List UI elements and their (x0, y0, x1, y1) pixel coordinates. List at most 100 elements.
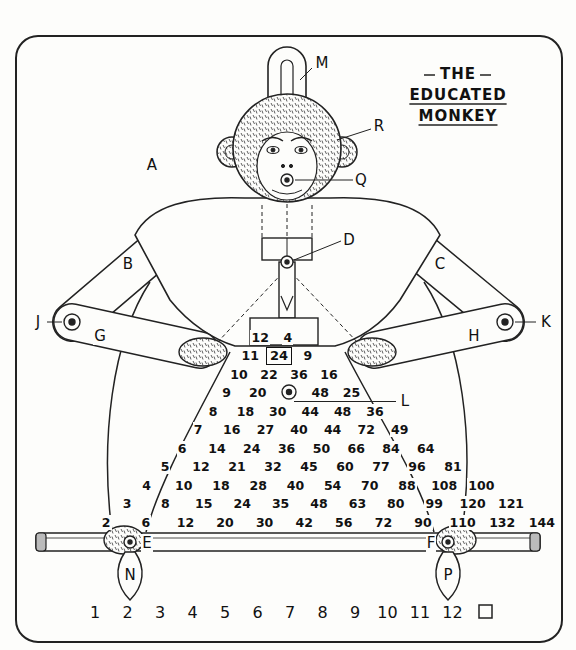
table-number: 30 (268, 404, 287, 419)
rivets (64, 174, 513, 548)
table-number: 3 (122, 496, 133, 511)
table-number: 88 (397, 478, 416, 493)
scale-number: 11 (409, 603, 431, 622)
table-number: 11 (240, 348, 259, 363)
part-letter: A (146, 156, 158, 174)
monkey-head (233, 94, 341, 202)
table-number: 77 (371, 459, 390, 474)
scale-number: 3 (154, 603, 166, 622)
scale-number: 9 (349, 603, 361, 622)
title: THE EDUCATED MONKEY (409, 64, 506, 127)
table-number: 36 (365, 404, 384, 419)
table-number: 42 (294, 515, 313, 530)
table-number: 4 (141, 478, 152, 493)
table-number: 60 (335, 459, 354, 474)
table-number: 132 (488, 515, 516, 530)
answer-number: 24 (270, 348, 288, 363)
part-letter: J (35, 313, 41, 331)
table-number: 12 (191, 459, 210, 474)
table-number: 48 (333, 404, 352, 419)
part-letter: R (373, 117, 385, 135)
part-letter: F (426, 534, 437, 552)
table-number: 15 (194, 496, 213, 511)
part-letter: C (434, 255, 446, 273)
table-number: 12 (250, 330, 269, 345)
table-number: 96 (407, 459, 426, 474)
scale-number: 12 (441, 603, 463, 622)
part-letter: M (315, 54, 330, 72)
part-letter: L (400, 392, 410, 410)
table-number: 50 (312, 441, 331, 456)
table-number: 49 (390, 422, 409, 437)
table-number: 32 (263, 459, 282, 474)
table-number: 20 (248, 385, 267, 400)
title-rule (424, 74, 435, 76)
scale-number: 5 (219, 603, 231, 622)
scale-number: 6 (251, 603, 263, 622)
table-number: 108 (430, 478, 458, 493)
hidden-lines (215, 190, 360, 345)
part-letter: H (467, 327, 480, 345)
table-number: 7 (193, 422, 204, 437)
table-number: 25 (342, 385, 361, 400)
table-number: 100 (467, 478, 495, 493)
table-number: 24 (232, 496, 251, 511)
table-number: 24 (242, 441, 261, 456)
part-letter: Q (354, 171, 368, 189)
scale-number: 8 (316, 603, 328, 622)
table-number: 8 (160, 496, 171, 511)
table-number: 35 (271, 496, 290, 511)
illustration-strokes (16, 36, 562, 642)
monkey-face (257, 132, 317, 200)
table-number: 2 (101, 515, 112, 530)
table-number: 80 (386, 496, 405, 511)
table-number: 4 (282, 330, 293, 345)
table-number: 40 (289, 422, 308, 437)
table-number: 16 (319, 367, 338, 382)
table-number: 99 (424, 496, 443, 511)
table-number: 72 (356, 422, 375, 437)
table-number: 36 (289, 367, 308, 382)
table-number: 22 (259, 367, 278, 382)
table-number: 121 (497, 496, 525, 511)
table-number: 70 (360, 478, 379, 493)
table-number: 36 (277, 441, 296, 456)
table-number: 40 (286, 478, 305, 493)
scale-number: 1 (89, 603, 101, 622)
part-letter: B (122, 255, 134, 273)
table-number: 8 (208, 404, 219, 419)
scale-number: 10 (376, 603, 398, 622)
neck-plate (250, 262, 318, 345)
part-letter: D (342, 231, 356, 249)
table-number: 64 (416, 441, 435, 456)
table-number: 63 (348, 496, 367, 511)
table-number: 44 (323, 422, 342, 437)
table-number: 9 (302, 348, 313, 363)
table-number: 10 (174, 478, 193, 493)
table-number: 84 (381, 441, 400, 456)
table-number: 45 (299, 459, 318, 474)
part-letter: E (141, 534, 152, 552)
answer-window: 24 (266, 347, 292, 365)
table-number: 90 (413, 515, 432, 530)
table-number: 110 (449, 515, 477, 530)
table-number: 16 (222, 422, 241, 437)
pointers (118, 552, 460, 600)
table-number: 6 (177, 441, 188, 456)
table-number: 72 (374, 515, 393, 530)
card-outline (16, 36, 562, 642)
scale-number: 2 (121, 603, 133, 622)
table-number: 5 (160, 459, 171, 474)
table-number: 12 (176, 515, 195, 530)
table-number: 144 (528, 515, 556, 530)
table-number: 120 (459, 496, 487, 511)
feet (104, 526, 476, 554)
table-number: 56 (334, 515, 353, 530)
table-number: 21 (227, 459, 246, 474)
part-letter: P (442, 566, 453, 584)
table-number: 44 (300, 404, 319, 419)
part-letter: G (93, 327, 107, 345)
table-number: 14 (207, 441, 226, 456)
table-number: 48 (310, 385, 329, 400)
